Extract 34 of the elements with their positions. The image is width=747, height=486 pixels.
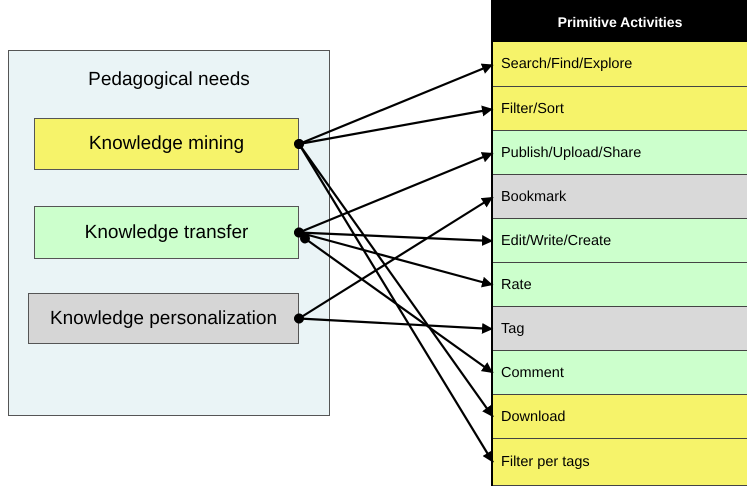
activity-table [491,0,747,486]
need-label: Knowledge transfer [84,222,248,244]
need-box [28,293,299,344]
table-row [493,439,747,486]
activity-label: Tag [501,320,526,338]
table-row [493,307,747,351]
activity-label: Filter per tags [501,453,591,472]
arrow [294,314,494,334]
table-row [493,395,747,439]
need-label: Knowledge mining [88,133,244,155]
arrow [294,196,494,324]
table-row [493,87,747,131]
arrow [300,234,494,374]
table-row [493,219,747,263]
panel-heading: Pedagogical needs [87,69,251,91]
table-row [493,42,747,87]
table-row [493,263,747,307]
arrow [294,228,494,288]
activity-label: Download [501,408,566,426]
need-box [34,206,299,259]
need-label: Knowledge personalization [50,308,278,330]
activity-label: Comment [501,364,565,382]
activity-label: Publish/Upload/Share [501,144,642,162]
table-header: Primitive Activities [493,0,747,42]
table-row [493,351,747,395]
activity-label: Edit/Write/Create [501,232,612,250]
activity-label: Bookmark [501,188,568,206]
activity-label: Rate [501,276,533,294]
activity-label: Filter/Sort [501,100,565,118]
table-row [493,131,747,175]
activity-label: Search/Find/Explore [501,55,634,74]
group-panel [8,50,330,416]
need-box [34,118,299,170]
table-row [493,175,747,219]
